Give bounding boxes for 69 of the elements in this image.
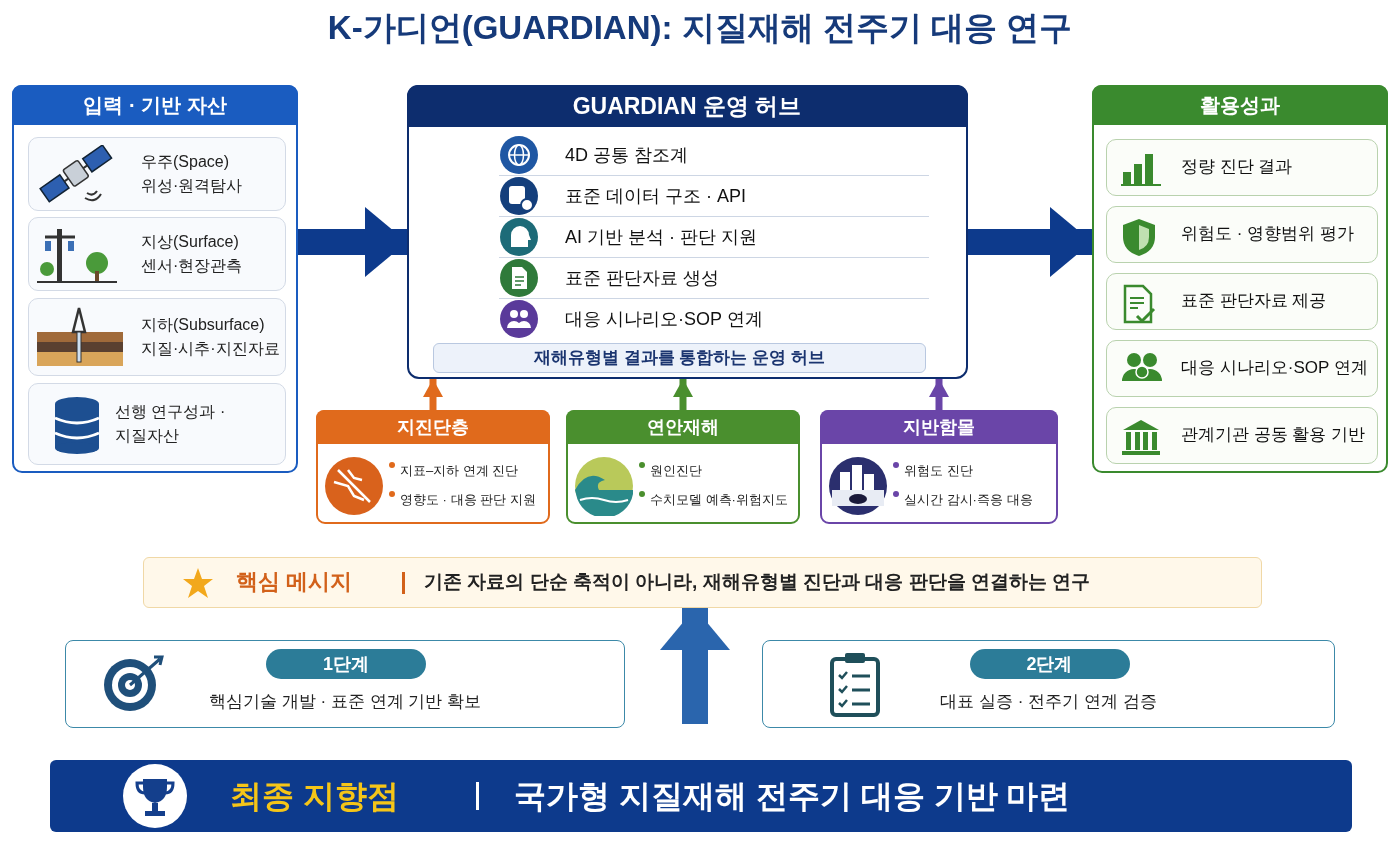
bullet-text: 실시간 감시·즉응 대응 [892,485,1058,514]
bullet-text: 영향도 · 대응 판단 지원 [388,485,550,514]
stage-badge: 1단계 [266,649,426,679]
hub-row [499,217,929,258]
asset-card [28,298,286,376]
asset-text: 우주(Space) [141,152,231,172]
result-text: 정량 진단 결과 [1181,156,1293,178]
arrow [929,379,949,410]
stage-badge: 2단계 [969,649,1130,679]
bullet-text: 지표–지하 연계 진단 [388,456,550,485]
goal-text: 국가형 지질재해 전주기 대응 기반 마련 [514,777,1071,816]
hub-item-text: 표준 데이터 구조 · API [565,185,746,208]
result-text: 관계기관 공동 활용 기반 [1181,424,1366,446]
hub-item-text: 표준 판단자료 생성 [565,267,719,290]
hub-item-text: 4D 공통 참조계 [565,144,688,167]
hub-item-text: AI 기반 분석 · 판단 지원 [565,226,757,249]
hub-row [499,176,929,217]
result-card [1106,340,1378,397]
stage-card [762,640,1335,728]
bullet-text: 수치모델 예측·위험지도 [638,485,800,514]
asset-text: 위성·원격탐사 [141,176,244,196]
panel-header: 활용성과 [1092,85,1388,125]
result-card [1106,273,1378,330]
panel [1092,85,1388,473]
goal-heading: 최종 지향점 [230,777,399,816]
asset-card [28,383,286,465]
stage-text: 핵심기술 개발 · 표준 연계 기반 확보 [208,691,482,713]
block-arrow [968,207,1092,277]
card-header: 지반함몰 [820,410,1058,444]
stage-card [65,640,625,728]
hub-item-text: 대응 시나리오·SOP 연계 [565,308,763,331]
hub-panel [407,85,968,379]
stage-text: 대표 실증 · 전주기 연계 검증 [939,691,1158,713]
asset-text: 지상(Surface) [141,232,240,252]
asset-card [28,217,286,291]
asset-text: 센서·현장관측 [141,256,244,276]
goal-bar [50,760,1352,832]
block-arrow [298,207,407,277]
result-text: 표준 판단자료 제공 [1181,290,1327,312]
asset-card [28,137,286,211]
summary-text: 재해유형별 결과를 통합하는 운영 허브 [533,347,826,369]
asset-text: 지하(Subsurface) [141,315,266,335]
result-card [1106,139,1378,196]
hazard-card [820,410,1058,524]
bullet-text: 위험도 진단 [892,456,1058,485]
bullet-text: 원인진단 [638,456,800,485]
result-text: 대응 시나리오·SOP 연계 [1181,357,1368,379]
panel [12,85,298,473]
hub-row [499,135,929,176]
panel-header: GUARDIAN 운영 허브 [406,84,968,127]
panel-header: 입력 · 기반 자산 [12,85,298,125]
card-header: 지진단층 [316,410,550,444]
result-text: 위험도 · 영향범위 평가 [1181,223,1354,245]
diagram-title: K-가디언(GUARDIAN): 지질재해 전주기 대응 연구 [326,8,1074,48]
asset-text: 선행 연구성과 · 지질자산 [115,402,227,446]
result-card [1106,206,1378,263]
card-header: 연안재해 [566,410,800,444]
hazard-card [316,410,550,524]
result-card [1106,407,1378,464]
asset-text: 지질·시추·지진자료 [141,339,281,359]
message-band [143,557,1262,608]
summary-band [433,343,926,373]
arrow [673,379,693,410]
message-text: 기존 자료의 단순 축적이 아니라, 재해유형별 진단과 대응 판단을 연결하는 연구 [424,570,1091,594]
message-heading: 핵심 메시지 [236,568,353,596]
hub-row [499,258,929,299]
hazard-card [566,410,800,524]
block-arrow [660,608,730,724]
arrow [423,379,443,410]
